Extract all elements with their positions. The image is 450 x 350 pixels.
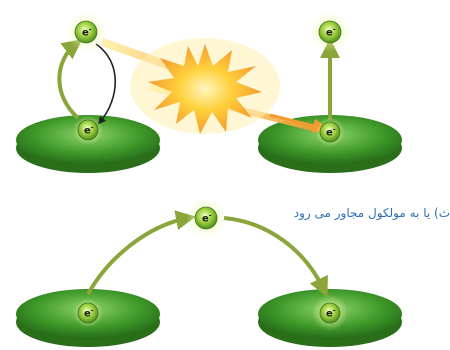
svg-text:e-: e-: [326, 26, 336, 39]
transfer-arrow-up: [86, 210, 196, 295]
svg-text:e-: e-: [202, 212, 212, 225]
svg-text:e-: e-: [326, 307, 336, 320]
electron-symbol: e: [82, 28, 89, 39]
excitation-arrow: [57, 39, 83, 120]
electron-ground-top-left: e-: [73, 115, 103, 145]
electron-charge: -: [89, 26, 92, 34]
electron-received-bottom-right: e-: [312, 295, 348, 331]
electron-ground-bottom-left: e-: [73, 298, 103, 328]
transfer-caption: ث) یا به مولکول مجاور می رود: [293, 206, 450, 220]
svg-text:e-: e-: [326, 126, 336, 139]
transfer-arrow-down: [223, 216, 328, 298]
electron-ground-top-right: e-: [315, 117, 345, 147]
electron-transferring: e-: [186, 198, 226, 238]
electron-ejected-top-right: e-: [310, 12, 350, 52]
light-burst-icon: [130, 38, 280, 134]
svg-text:e-: e-: [84, 124, 94, 137]
svg-text:e-: e-: [82, 26, 92, 39]
svg-text:e-: e-: [84, 307, 94, 320]
relaxation-arrow: [95, 43, 117, 125]
electron-excited-top-left: e-: [66, 12, 106, 52]
